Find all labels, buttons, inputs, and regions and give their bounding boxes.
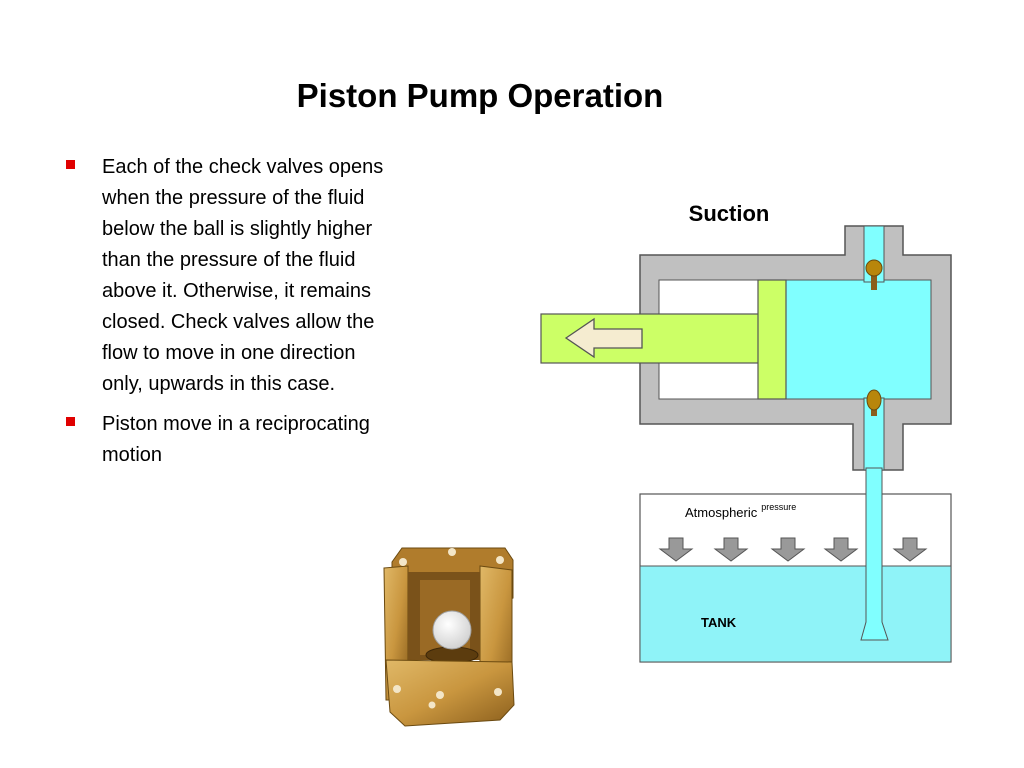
pressure-arrow xyxy=(892,537,928,562)
tank-label: TANK xyxy=(701,615,737,630)
check-valve-photo xyxy=(383,547,515,727)
outlet-check-valve xyxy=(865,259,883,290)
bullet-text: Each of the check valves opens when the … xyxy=(102,156,384,395)
pressure-arrow xyxy=(823,537,859,562)
bullet-square-icon xyxy=(66,160,75,169)
check-valve-ball xyxy=(432,610,472,650)
bullet-list: Each of the check valves opens when the … xyxy=(64,152,436,480)
bullet-text: Piston move in a reciprocating motion xyxy=(102,413,370,466)
chamber-fluid xyxy=(785,279,932,400)
piston-head xyxy=(757,279,787,400)
slide-title: Piston Pump Operation xyxy=(296,77,664,114)
bullet-item: Piston move in a reciprocating motion xyxy=(64,409,436,471)
tank-fluid xyxy=(639,565,952,663)
pressure-arrow xyxy=(770,537,806,562)
bullet-square-icon xyxy=(66,417,75,426)
bullet-item: Each of the check valves opens when the … xyxy=(64,152,436,400)
atmospheric-pressure-arrows xyxy=(658,537,928,562)
atmospheric-label: Atmospheric xyxy=(685,505,758,520)
piston-direction-arrow xyxy=(564,317,643,359)
inlet-check-valve xyxy=(866,389,882,416)
pressure-arrow xyxy=(658,537,694,562)
suction-pipe xyxy=(860,467,889,641)
pressure-label: pressure xyxy=(761,502,796,512)
suction-label: Suction xyxy=(689,201,770,226)
pressure-arrow xyxy=(713,537,749,562)
